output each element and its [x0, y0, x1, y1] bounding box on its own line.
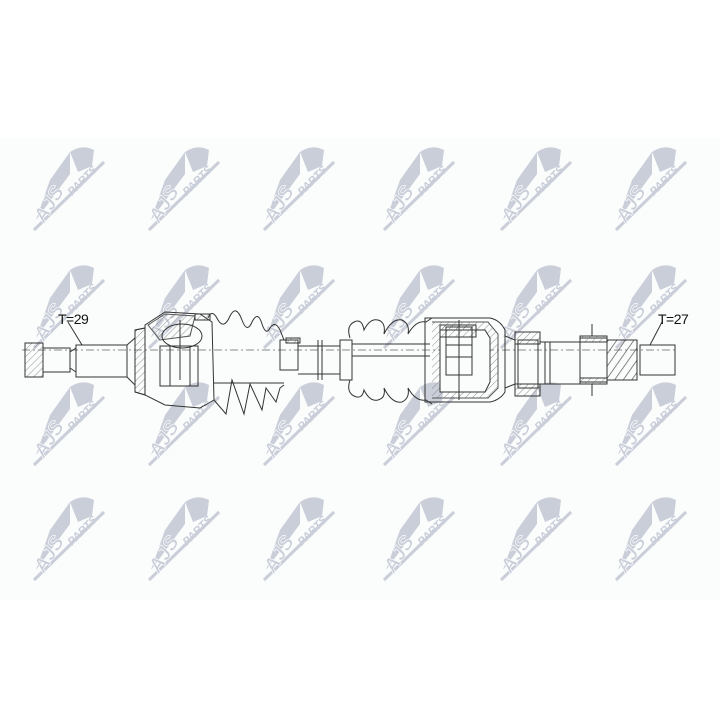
- shaft: [298, 339, 430, 381]
- right-spline: [579, 321, 676, 396]
- inner-boot: [348, 317, 433, 405]
- intermediate-bearing: [514, 331, 580, 397]
- left-spline: [67, 321, 136, 387]
- outer-boot: [207, 310, 301, 416]
- right-spline-teeth-label: T=27: [658, 311, 689, 327]
- outer-cv-joint: [134, 311, 215, 409]
- left-spline-teeth-label: T=29: [58, 311, 89, 327]
- inner-tripod-joint: [424, 317, 516, 403]
- left-nut: [24, 342, 71, 378]
- watermark-background: [0, 138, 720, 600]
